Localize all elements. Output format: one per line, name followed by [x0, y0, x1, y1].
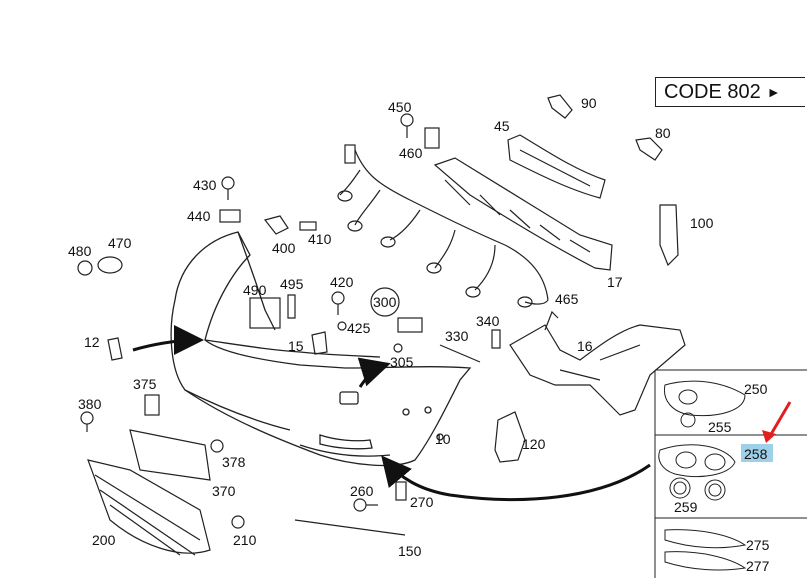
label-330: 330: [445, 328, 469, 344]
label-210: 210: [233, 532, 257, 548]
center-strip: [507, 134, 606, 199]
label-490: 490: [243, 282, 267, 298]
label-16: 16: [577, 338, 593, 354]
label-378: 378: [222, 454, 246, 470]
label-400: 400: [272, 240, 296, 256]
label-200: 200: [92, 532, 116, 548]
highlighted-part-marker: [741, 444, 773, 462]
label-470: 470: [108, 235, 132, 251]
label-259: 259: [674, 499, 698, 515]
label-420: 420: [330, 274, 354, 290]
triangle-right-icon: ►: [766, 84, 781, 100]
fog-lamp-inset-panel: [654, 369, 807, 578]
label-425: 425: [347, 320, 371, 336]
label-465: 465: [555, 291, 579, 307]
label-12: 12: [84, 334, 100, 350]
label-150: 150: [398, 543, 422, 559]
label-100: 100: [690, 215, 714, 231]
label-255: 255: [708, 419, 732, 435]
label-90: 90: [581, 95, 597, 111]
label-120: 120: [522, 436, 546, 452]
label-275: 275: [746, 537, 770, 553]
label-15: 15: [288, 338, 304, 354]
label-17: 17: [607, 274, 623, 290]
label-375: 375: [133, 376, 157, 392]
label-430: 430: [193, 177, 217, 193]
label-370: 370: [212, 483, 236, 499]
side-support-bracket: [509, 310, 686, 416]
wiring-harness: [337, 144, 549, 308]
code-indicator: CODE 802 ►: [655, 77, 805, 107]
label-495: 495: [280, 276, 304, 292]
label-300: 300: [373, 294, 397, 310]
label-250: 250: [744, 381, 768, 397]
label-10: 10: [435, 431, 451, 447]
label-277: 277: [746, 558, 770, 574]
label-260: 260: [350, 483, 374, 499]
label-450: 450: [388, 99, 412, 115]
part-labels: 450 460 90 45 80 430 440 400 410 480 470…: [68, 95, 770, 574]
label-305: 305: [390, 354, 414, 370]
label-45: 45: [494, 118, 510, 134]
label-258: 258: [744, 446, 768, 462]
small-parts: [77, 94, 679, 556]
bumper-cover: [170, 231, 472, 467]
upper-mounting-bracket: [433, 157, 613, 271]
label-270: 270: [410, 494, 434, 510]
label-80: 80: [655, 125, 671, 141]
code-label: CODE 802: [664, 80, 761, 103]
red-pointer-arrow: [762, 401, 792, 443]
label-440: 440: [187, 208, 211, 224]
label-380: 380: [78, 396, 102, 412]
connector-arrows: [132, 325, 651, 502]
label-410: 410: [308, 231, 332, 247]
label-340: 340: [476, 313, 500, 329]
label-460: 460: [399, 145, 423, 161]
label-480: 480: [68, 243, 92, 259]
